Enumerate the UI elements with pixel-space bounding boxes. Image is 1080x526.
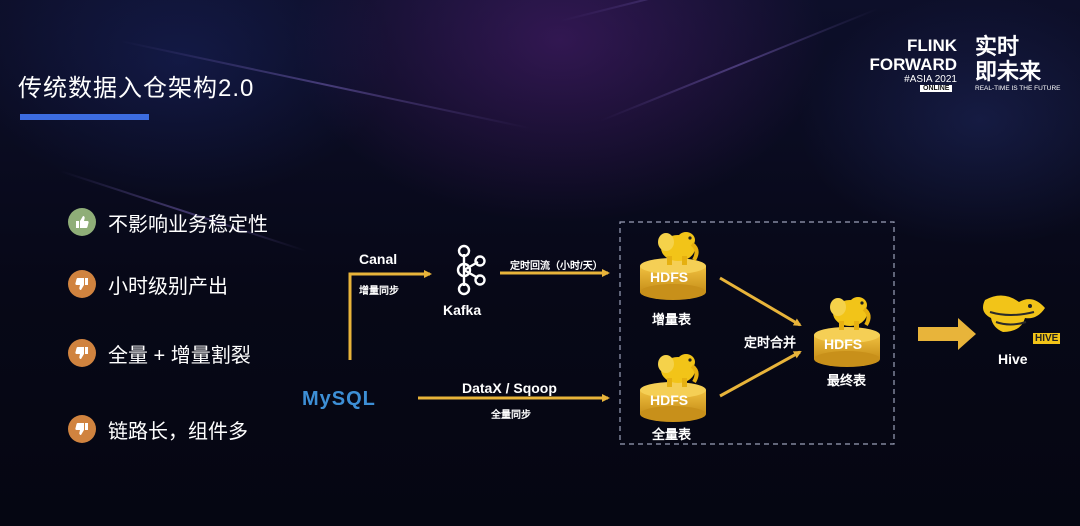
hive-icon bbox=[983, 295, 1045, 332]
bullet-text: 小时级别产出 bbox=[108, 275, 228, 298]
logo-online-badge: ONLINE bbox=[920, 85, 953, 92]
bullet-text: 不影响业务稳定性 bbox=[108, 213, 268, 236]
hdfs-final-text: HDFS bbox=[824, 336, 863, 352]
logo-line-2: FORWARD bbox=[869, 55, 957, 74]
hdfs-full-icon bbox=[640, 352, 706, 422]
canal-sub-label: 增量同步 bbox=[359, 286, 399, 297]
mysql-logo: MySQL bbox=[302, 388, 376, 410]
thumbs-up-icon bbox=[68, 208, 96, 236]
logo-asia: #ASIA 2021 bbox=[904, 74, 957, 85]
bullet-text: 链路长，组件多 bbox=[108, 420, 248, 443]
hdfs-full-text: HDFS bbox=[650, 392, 689, 408]
hdfs-incremental-text: HDFS bbox=[650, 269, 689, 285]
bullet-item: 链路长，组件多 bbox=[68, 414, 248, 444]
merge-arrow-upper bbox=[719, 276, 802, 327]
hive-badge: HIVE bbox=[1033, 333, 1061, 344]
title-underline bbox=[20, 114, 149, 120]
logo-tagline: REAL-TIME IS THE FUTURE bbox=[975, 85, 1061, 92]
bullet-item: 不影响业务稳定性 bbox=[68, 207, 268, 237]
page-title: 传统数据入仓架构2.0 bbox=[18, 75, 255, 102]
bullet-item: 全量 + 增量割裂 bbox=[68, 338, 251, 368]
hive-label: Hive bbox=[998, 351, 1028, 367]
kafka-label: Kafka bbox=[443, 302, 482, 318]
kafka-icon bbox=[456, 244, 486, 296]
canal-label: Canal bbox=[359, 251, 398, 267]
hdfs-incremental-icon bbox=[640, 230, 706, 300]
canal-arrow bbox=[348, 270, 432, 360]
incremental-table-label: 增量表 bbox=[652, 312, 692, 327]
thumbs-down-icon bbox=[68, 339, 96, 367]
hdfs-group-border bbox=[619, 221, 895, 445]
datax-sub-label: 全量同步 bbox=[491, 410, 531, 421]
thumbs-down-icon bbox=[68, 415, 96, 443]
merge-label: 定时合并 bbox=[744, 335, 797, 350]
merge-arrow-lower bbox=[719, 350, 802, 398]
kafka-to-hdfs-label: 定时回流（小时/天） bbox=[510, 261, 603, 272]
logo-chinese-slogan: 实时 即未来 bbox=[975, 34, 1045, 84]
bullet-item: 小时级别产出 bbox=[68, 269, 228, 299]
logo-cn-line-2: 即未来 bbox=[975, 59, 1042, 84]
datax-label: DataX / Sqoop bbox=[462, 380, 557, 396]
flink-forward-logo: FLINK FORWARD bbox=[861, 36, 957, 74]
logo-line-1: FLINK bbox=[906, 36, 957, 55]
to-hive-arrow bbox=[918, 318, 976, 350]
logo-cn-line-1: 实时 bbox=[975, 34, 1020, 59]
hdfs-final-icon bbox=[814, 295, 880, 367]
thumbs-down-icon bbox=[68, 270, 96, 298]
full-table-label: 全量表 bbox=[652, 427, 692, 442]
bullet-text: 全量 + 增量割裂 bbox=[108, 344, 251, 367]
final-table-label: 最终表 bbox=[827, 373, 867, 388]
